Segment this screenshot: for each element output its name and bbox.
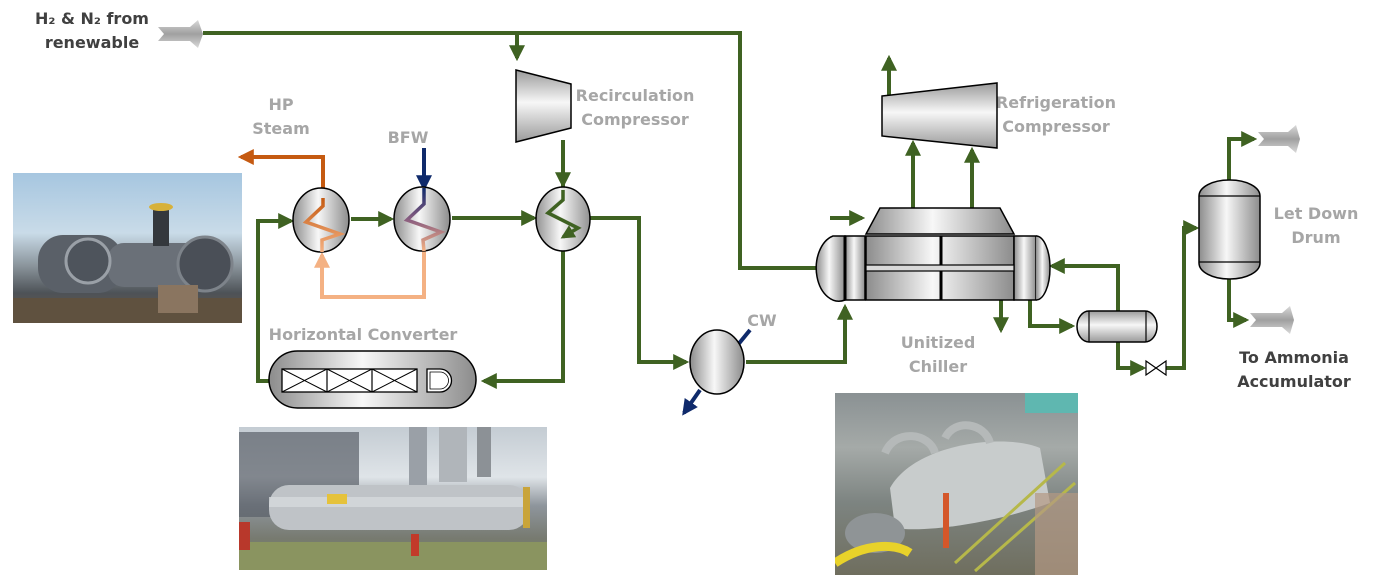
unitized-chiller-photo [835, 393, 1078, 575]
refrigeration-compressor-label-line2: Compressor [1002, 117, 1110, 136]
separator-vessel[interactable] [1076, 310, 1158, 343]
refrigeration-compressor[interactable] [881, 82, 998, 149]
let-down-drum[interactable] [1198, 179, 1261, 280]
bfw-preheater[interactable] [393, 186, 451, 252]
cw-label: CW [747, 311, 777, 330]
waste-heat-boiler[interactable] [292, 187, 350, 253]
feed-inlet-arrow-icon [158, 20, 203, 48]
hp-steam-label-line1: HP [268, 95, 293, 114]
ammonia-accumulator-label-line2: Accumulator [1237, 372, 1351, 391]
unitized-chiller-label-line2: Chiller [909, 357, 967, 376]
ammonia-outlet-arrow-icon [1250, 306, 1294, 334]
horizontal-converter-label: Horizontal Converter [269, 325, 458, 344]
ammonia-accumulator-label-line1: To Ammonia [1239, 348, 1349, 367]
horizontal-converter-photo [239, 427, 547, 570]
refrigeration-compressor-label-line1: Refrigeration [996, 93, 1116, 112]
waste-heat-boiler-photo [13, 173, 242, 323]
hp-steam-label-line2: Steam [252, 119, 310, 138]
let-down-drum-label-line2: Drum [1291, 228, 1340, 247]
condensate-loop-pipe [314, 245, 426, 299]
recirculation-compressor-label-line2: Compressor [581, 110, 689, 129]
cw-cooler-to-chiller-pipe [746, 303, 853, 364]
gas-exchanger-coil-overlay [544, 190, 582, 239]
let-down-valve-icon[interactable] [1145, 359, 1167, 377]
unitized-chiller[interactable] [815, 207, 1051, 302]
bfw-label: BFW [388, 128, 429, 147]
converter-to-boiler-pipe [256, 213, 295, 383]
vapor-outlet-arrow-icon [1258, 125, 1300, 153]
cw-outlet-pipe [682, 388, 702, 416]
gas-gas-exchanger[interactable] [535, 186, 591, 252]
feed-header-pipe [203, 31, 826, 270]
unitized-chiller-photo-art [835, 393, 1078, 575]
chiller-to-separator-pipe [1028, 300, 1076, 334]
horizontal-converter[interactable] [268, 350, 477, 409]
unitized-chiller-label-line1: Unitized [901, 333, 976, 352]
hp-steam-outlet-pipe [237, 149, 325, 198]
exchanger-to-converter-pipe [480, 250, 565, 389]
waste-heat-boiler-photo-art [13, 203, 242, 323]
recirculation-compressor-label-line1: Recirculation [576, 86, 695, 105]
separator-to-chiller-pipe [1048, 258, 1120, 313]
feed-label: H₂ & N₂ from renewable [35, 9, 149, 52]
let-down-drum-label-line1: Let Down [1274, 204, 1359, 223]
exchanger-to-cw-cooler-pipe [590, 216, 690, 370]
drum-liquid-outlet-pipe [1227, 278, 1250, 328]
valve-to-let-down-drum-pipe [1165, 220, 1200, 370]
feed-label-line1: H₂ & N₂ from [35, 9, 149, 28]
cw-cooler[interactable] [689, 329, 745, 395]
recirculation-compressor[interactable] [515, 69, 572, 143]
separator-to-valve-pipe [1116, 342, 1147, 376]
feed-label-line2: renewable [45, 33, 140, 52]
boiler-coil [302, 198, 346, 252]
drum-vapor-outlet-pipe [1227, 131, 1258, 180]
bfw-preheater-coil [403, 188, 446, 252]
horizontal-converter-photo-art [239, 427, 547, 570]
